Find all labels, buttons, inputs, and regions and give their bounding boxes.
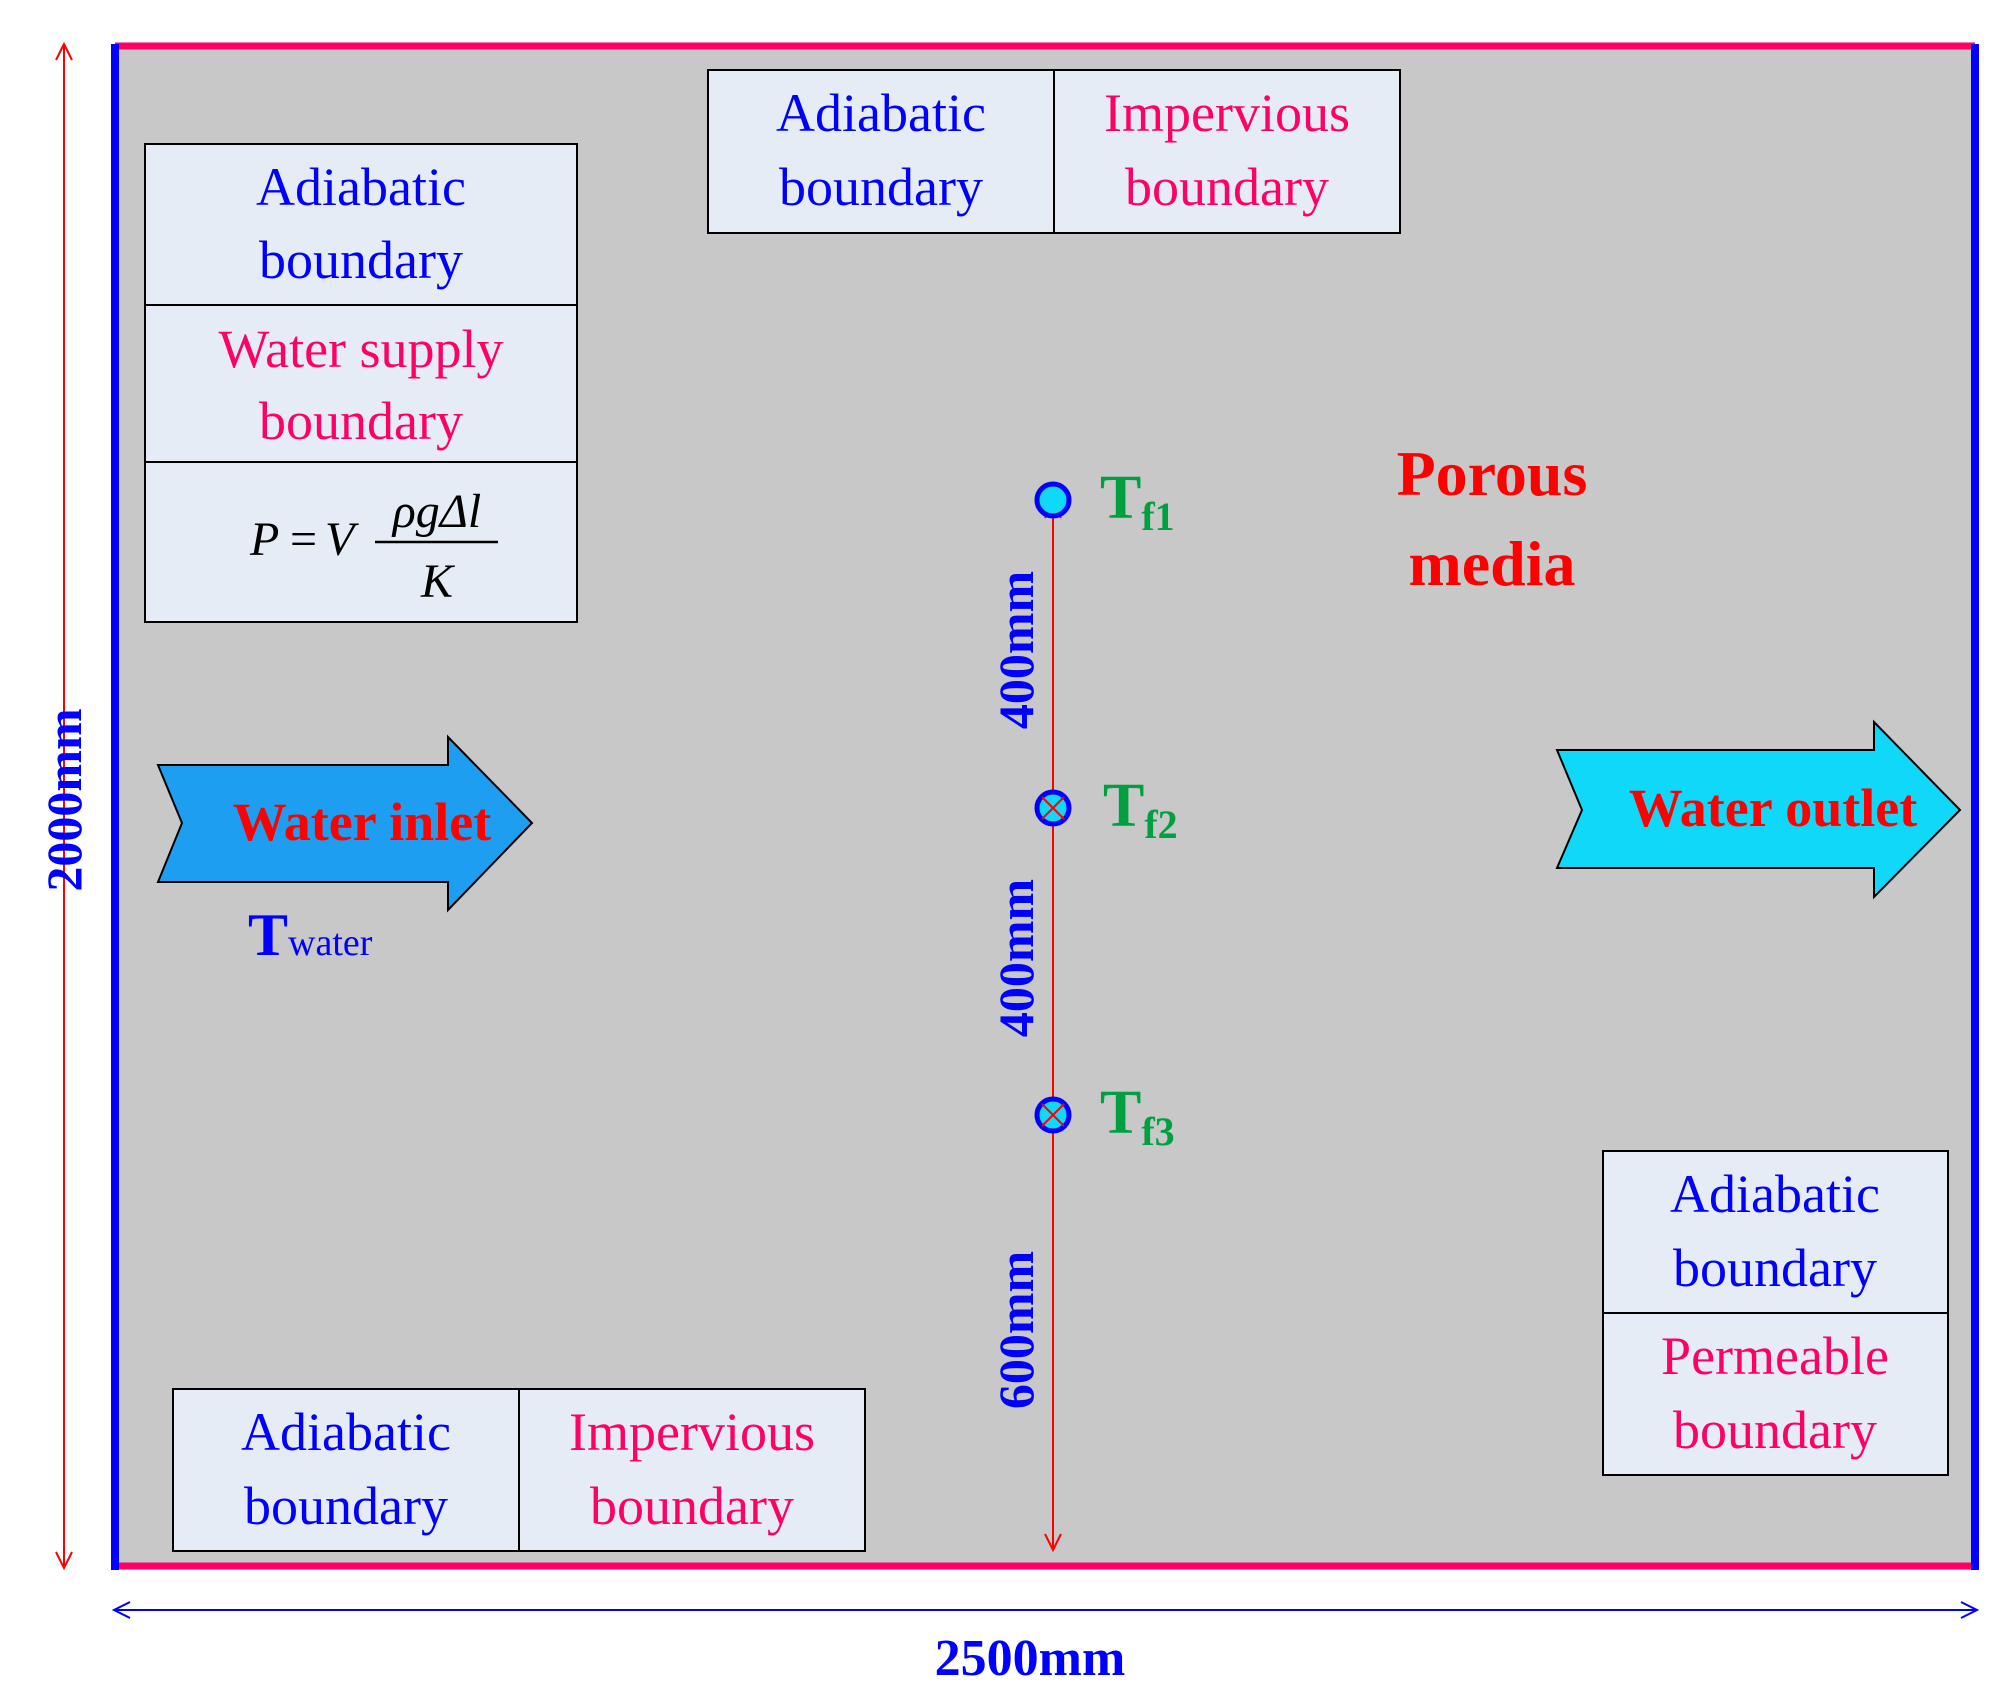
boundary-label: boundary [1673,1400,1877,1460]
impervious-label: Impervious [1104,83,1350,143]
sensor-tf3: Tf3 [1034,1079,1175,1154]
bottom-left-boundary-box: Adiabatic boundary Impervious boundary [172,1388,866,1552]
spacing-label-600mm: 600mm [988,1251,1044,1409]
water-inlet-arrow: Water inlet [156,734,534,913]
sensor-tf1: Tf1 [1034,464,1175,539]
adiabatic-label: Adiabatic [776,83,986,143]
formula-denominator: K [420,555,456,608]
width-dimension-label: 2500mm [935,1630,1126,1687]
boundary-label: boundary [259,391,463,451]
boundary-label: boundary [590,1476,794,1536]
sensor-tf3-label: Tf3 [1100,1079,1175,1154]
water-outlet-label: Water outlet [1629,778,1917,838]
water-inlet-label: Water inlet [233,792,491,852]
sensor-tf2-label: Tf2 [1103,772,1178,847]
adiabatic-label: Adiabatic [256,157,466,217]
sensor-tf2: Tf2 [1034,772,1178,847]
boundary-label: boundary [779,157,983,217]
formula-equals: = [290,513,317,566]
water-supply-label: Water supply [218,319,503,379]
porous-media-label-line1: Porous [1397,438,1588,509]
boundary-label: boundary [244,1476,448,1536]
formula-v: V [325,513,359,566]
pressure-formula: P = V ρgΔl K [249,485,498,608]
boundary-label: boundary [1673,1238,1877,1298]
top-center-boundary-box: Adiabatic boundary Impervious boundary [707,69,1401,234]
formula-p: P [249,513,279,566]
boundary-label: boundary [259,230,463,290]
boundary-label: boundary [1125,157,1329,217]
spacing-label-400mm-middle: 400mm [988,879,1044,1037]
top-left-boundary-box: Adiabatic boundary Water supply boundary… [144,143,578,623]
bottom-right-boundary-box: Adiabatic boundary Permeable boundary [1602,1150,1949,1476]
spacing-label-400mm-top: 400mm [988,571,1044,729]
adiabatic-label: Adiabatic [1670,1164,1880,1224]
permeable-label: Permeable [1661,1326,1889,1386]
height-dimension-label: 2000mm [36,708,92,891]
water-temperature-label: Twater [248,902,373,968]
sensor-tf1-label: Tf1 [1100,464,1175,539]
formula-numerator: ρgΔl [391,485,482,538]
water-outlet-arrow: Water outlet [1555,719,1962,900]
impervious-label: Impervious [569,1402,815,1462]
adiabatic-label: Adiabatic [241,1402,451,1462]
porous-media-label-line2: media [1408,528,1575,599]
